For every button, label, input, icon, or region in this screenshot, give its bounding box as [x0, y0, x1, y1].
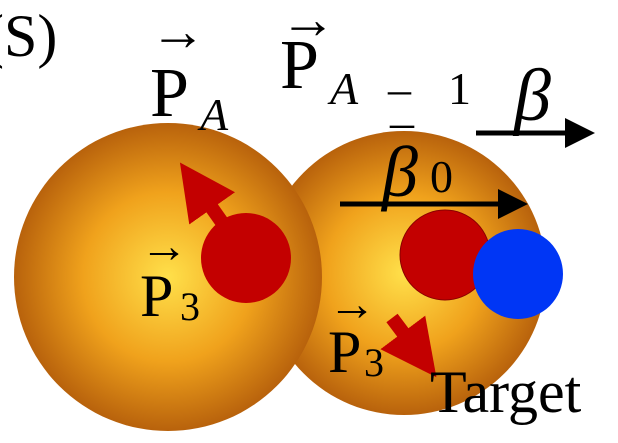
beta0-symbol: β — [380, 132, 418, 212]
p3b-symbol: P — [328, 319, 361, 385]
pa-vector-arrow: → — [150, 1, 206, 63]
p3b-vector-arrow: → — [328, 278, 376, 331]
pa-momentum-arrow — [179, 162, 236, 233]
pa-symbol: P — [150, 55, 189, 132]
label-pa-minus-1: → P A – 1 — [280, 0, 471, 114]
label-pa: → P A — [150, 1, 229, 140]
label-beta0: – β 0 — [380, 96, 453, 212]
projectile-nucleus — [14, 123, 322, 431]
pam1-symbol: P — [280, 27, 319, 104]
target-label: Target — [430, 359, 582, 425]
pam1-vector-arrow: → — [280, 0, 336, 51]
p3-target-arrow — [380, 313, 437, 378]
beta0-bar: – — [389, 96, 415, 149]
label-p3-target: → P 3 — [328, 278, 384, 385]
pam1-subscript: A — [327, 63, 359, 114]
panel-tag: (S) — [0, 3, 57, 69]
beta-label: β — [512, 55, 551, 137]
p3a-subscript: 3 — [180, 284, 200, 329]
pa-subscript: A — [197, 89, 229, 140]
label-p3-projectile: → P 3 — [140, 220, 200, 329]
pam1-minus: – — [387, 63, 412, 114]
p3a-symbol: P — [140, 263, 173, 329]
pam1-one: 1 — [448, 63, 471, 114]
p3b-subscript: 3 — [364, 340, 384, 385]
target-nucleon-blue — [473, 229, 563, 319]
p3a-vector-arrow: → — [140, 220, 188, 273]
beta0-subscript: 0 — [430, 151, 453, 202]
projectile-nucleon — [201, 213, 291, 303]
